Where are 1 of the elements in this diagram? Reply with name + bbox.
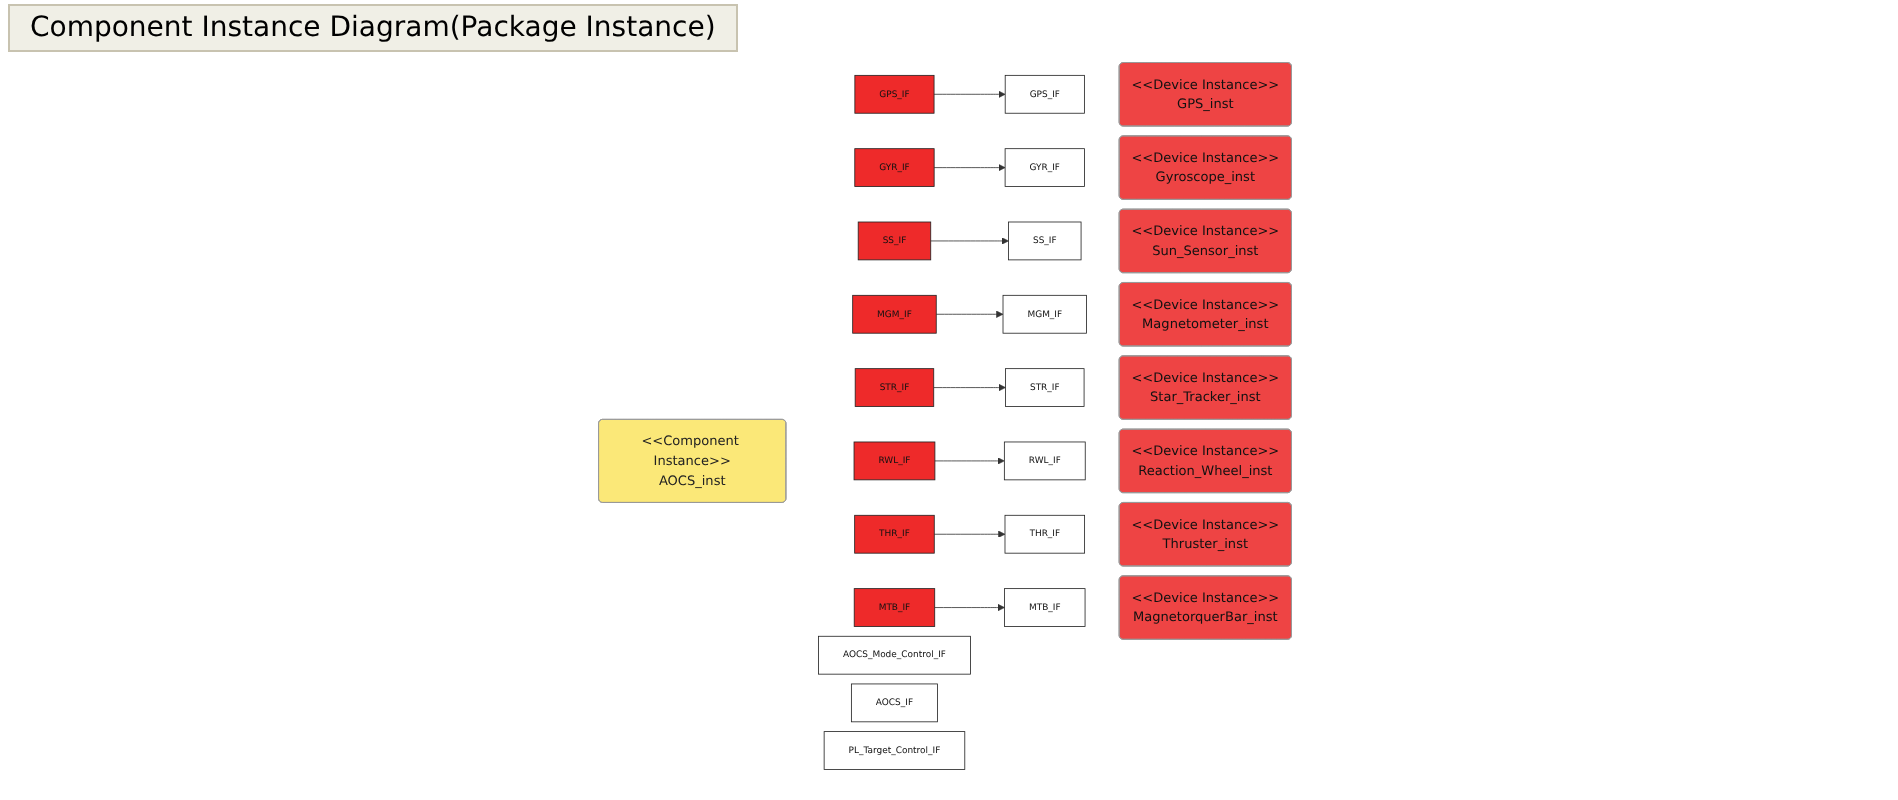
diagram-tab-title: Component Instance Diagram(Package Instance) (8, 4, 738, 52)
